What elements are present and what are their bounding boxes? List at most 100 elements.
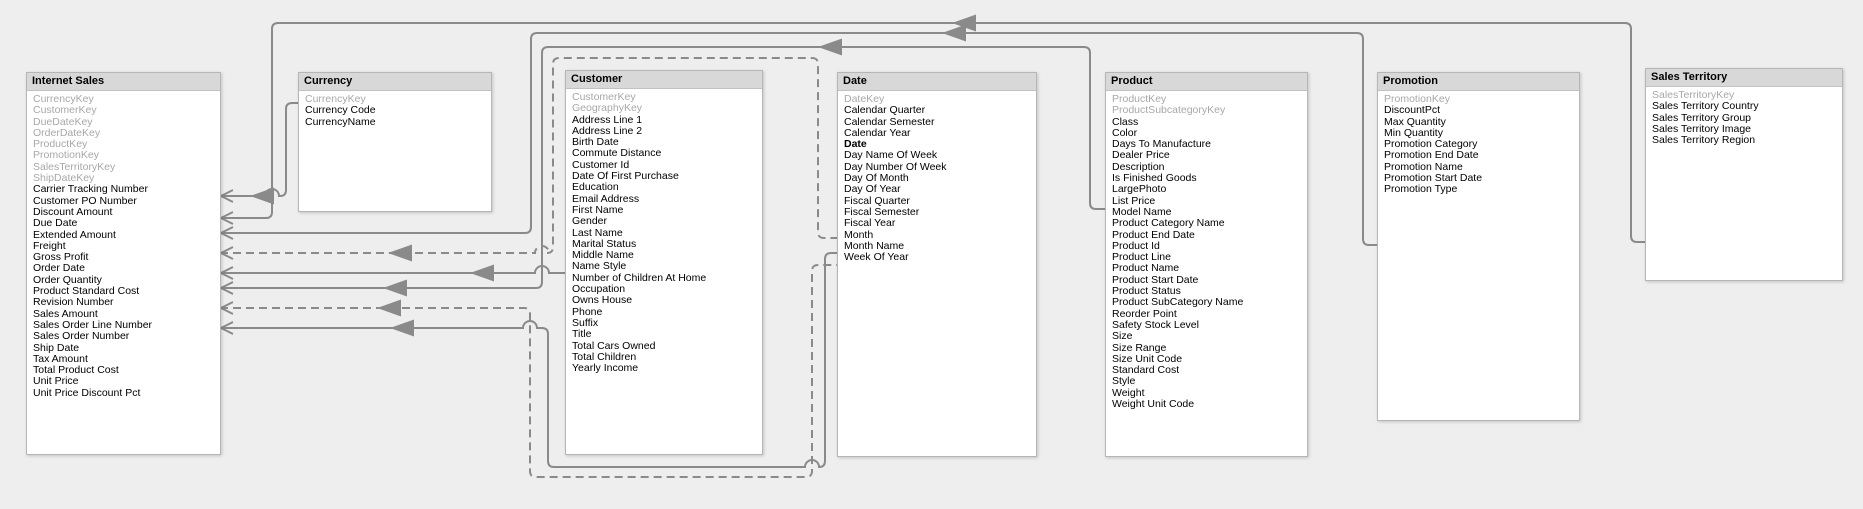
- relationship-internet-sales-customer[interactable]: [220, 264, 565, 282]
- key-field-row[interactable]: SalesTerritoryKey: [33, 161, 116, 173]
- field-row[interactable]: Number of Children At Home: [572, 272, 707, 284]
- field-row[interactable]: Product End Date: [1112, 229, 1195, 241]
- field-row[interactable]: Fiscal Quarter: [844, 195, 910, 207]
- field-row[interactable]: Sales Territory Region: [1652, 135, 1756, 147]
- field-row[interactable]: First Name: [572, 204, 624, 216]
- key-field-row[interactable]: CustomerKey: [572, 92, 636, 103]
- field-row[interactable]: Day Name Of Week: [844, 150, 938, 162]
- field-row[interactable]: Name Style: [572, 261, 627, 273]
- field-row[interactable]: Weight: [1112, 387, 1145, 399]
- field-row[interactable]: Product Status: [1112, 286, 1181, 298]
- field-row[interactable]: Promotion End Date: [1384, 150, 1479, 162]
- field-row[interactable]: Ship Date: [33, 342, 80, 354]
- field-row[interactable]: Product Start Date: [1112, 274, 1199, 286]
- relationship-internet-sales-date-inactive-2[interactable]: [220, 264, 837, 478]
- table-title-promotion[interactable]: Promotion: [1378, 73, 1579, 91]
- field-row[interactable]: Product Standard Cost: [33, 286, 140, 298]
- field-row[interactable]: Promotion Name: [1384, 161, 1463, 173]
- field-row[interactable]: Unit Price Discount Pct: [33, 387, 141, 399]
- field-row[interactable]: Sales Amount: [33, 308, 98, 320]
- field-row[interactable]: Style: [1112, 376, 1136, 388]
- field-row[interactable]: Birth Date: [572, 137, 619, 149]
- field-row[interactable]: Max Quantity: [1384, 116, 1446, 128]
- field-row[interactable]: Due Date: [33, 218, 78, 230]
- field-row[interactable]: Total Children: [572, 351, 637, 363]
- field-row[interactable]: Class: [1112, 116, 1139, 128]
- field-row[interactable]: Day Number Of Week: [844, 161, 947, 173]
- field-row[interactable]: Date: [844, 139, 867, 151]
- table-title-product[interactable]: Product: [1106, 73, 1307, 91]
- field-row[interactable]: Month: [844, 229, 874, 241]
- key-field-row[interactable]: ProductSubcategoryKey: [1112, 105, 1226, 117]
- field-row[interactable]: Unit Price: [33, 376, 79, 388]
- field-row[interactable]: Last Name: [572, 227, 623, 239]
- table-title-date[interactable]: Date: [838, 73, 1036, 91]
- table-title-customer[interactable]: Customer: [566, 71, 762, 89]
- field-row[interactable]: Order Quantity: [33, 274, 102, 286]
- field-row[interactable]: Marital Status: [572, 238, 637, 250]
- field-row[interactable]: Description: [1112, 161, 1165, 173]
- field-row[interactable]: Product Id: [1112, 240, 1160, 252]
- field-row[interactable]: Currency Code: [305, 105, 376, 117]
- field-row[interactable]: Dealer Price: [1112, 150, 1170, 162]
- field-row[interactable]: Customer PO Number: [33, 195, 137, 207]
- field-row[interactable]: Gross Profit: [33, 252, 89, 264]
- field-row[interactable]: Week Of Year: [844, 252, 909, 264]
- field-row[interactable]: Commute Distance: [572, 148, 662, 160]
- relationship-internet-sales-currency[interactable]: [220, 102, 298, 205]
- field-row[interactable]: Gender: [572, 216, 608, 228]
- field-row[interactable]: Phone: [572, 306, 603, 318]
- field-row[interactable]: Email Address: [572, 193, 640, 205]
- key-field-row[interactable]: CurrencyKey: [33, 94, 94, 105]
- field-row[interactable]: Days To Manufacture: [1112, 139, 1212, 151]
- field-row[interactable]: Product Line: [1112, 252, 1171, 264]
- field-row[interactable]: Total Cars Owned: [572, 340, 656, 352]
- field-row[interactable]: LargePhoto: [1112, 184, 1167, 196]
- field-row[interactable]: Fiscal Semester: [844, 206, 920, 218]
- field-row[interactable]: Sales Order Line Number: [33, 319, 153, 331]
- field-row[interactable]: Color: [1112, 127, 1138, 139]
- key-field-row[interactable]: GeographyKey: [572, 103, 643, 115]
- field-row[interactable]: Product Category Name: [1112, 218, 1225, 230]
- table-title-currency[interactable]: Currency: [299, 73, 491, 91]
- field-row[interactable]: Sales Territory Image: [1652, 123, 1752, 135]
- key-field-row[interactable]: ShipDateKey: [33, 173, 95, 185]
- field-row[interactable]: Model Name: [1112, 206, 1172, 218]
- field-row[interactable]: Calendar Quarter: [844, 105, 926, 117]
- field-row[interactable]: Revision Number: [33, 297, 114, 309]
- field-row[interactable]: Size: [1112, 331, 1133, 343]
- field-row[interactable]: CurrencyName: [305, 116, 376, 128]
- relationship-internet-sales-promotion[interactable]: [220, 24, 1377, 246]
- field-row[interactable]: Sales Territory Country: [1652, 101, 1759, 113]
- field-row[interactable]: Discount Amount: [33, 206, 113, 218]
- key-field-row[interactable]: CurrencyKey: [305, 94, 366, 105]
- key-field-row[interactable]: ProductKey: [1112, 94, 1167, 105]
- field-row[interactable]: Size Range: [1112, 342, 1167, 354]
- field-row[interactable]: Suffix: [572, 317, 599, 329]
- key-field-row[interactable]: ProductKey: [33, 139, 88, 151]
- field-row[interactable]: Middle Name: [572, 250, 634, 262]
- field-row[interactable]: Freight: [33, 240, 66, 252]
- key-field-row[interactable]: CustomerKey: [33, 105, 97, 117]
- field-row[interactable]: Promotion Type: [1384, 184, 1458, 196]
- field-row[interactable]: List Price: [1112, 195, 1156, 207]
- field-row[interactable]: Owns House: [572, 295, 633, 307]
- field-row[interactable]: Product SubCategory Name: [1112, 297, 1244, 309]
- table-title-sales-territory[interactable]: Sales Territory: [1646, 69, 1842, 87]
- field-row[interactable]: Yearly Income: [572, 363, 639, 375]
- key-field-row[interactable]: PromotionKey: [33, 150, 99, 162]
- field-row[interactable]: Min Quantity: [1384, 127, 1443, 139]
- key-field-row[interactable]: OrderDateKey: [33, 127, 101, 139]
- field-row[interactable]: Address Line 2: [572, 125, 643, 137]
- relationship-internet-sales-sales-territory[interactable]: [220, 14, 1645, 243]
- key-field-row[interactable]: SalesTerritoryKey: [1652, 90, 1735, 101]
- field-row[interactable]: Occupation: [572, 284, 626, 296]
- field-row[interactable]: Weight Unit Code: [1112, 399, 1195, 411]
- relationship-internet-sales-date-active[interactable]: [220, 252, 837, 469]
- relationship-internet-sales-date-inactive-1[interactable]: [220, 57, 837, 262]
